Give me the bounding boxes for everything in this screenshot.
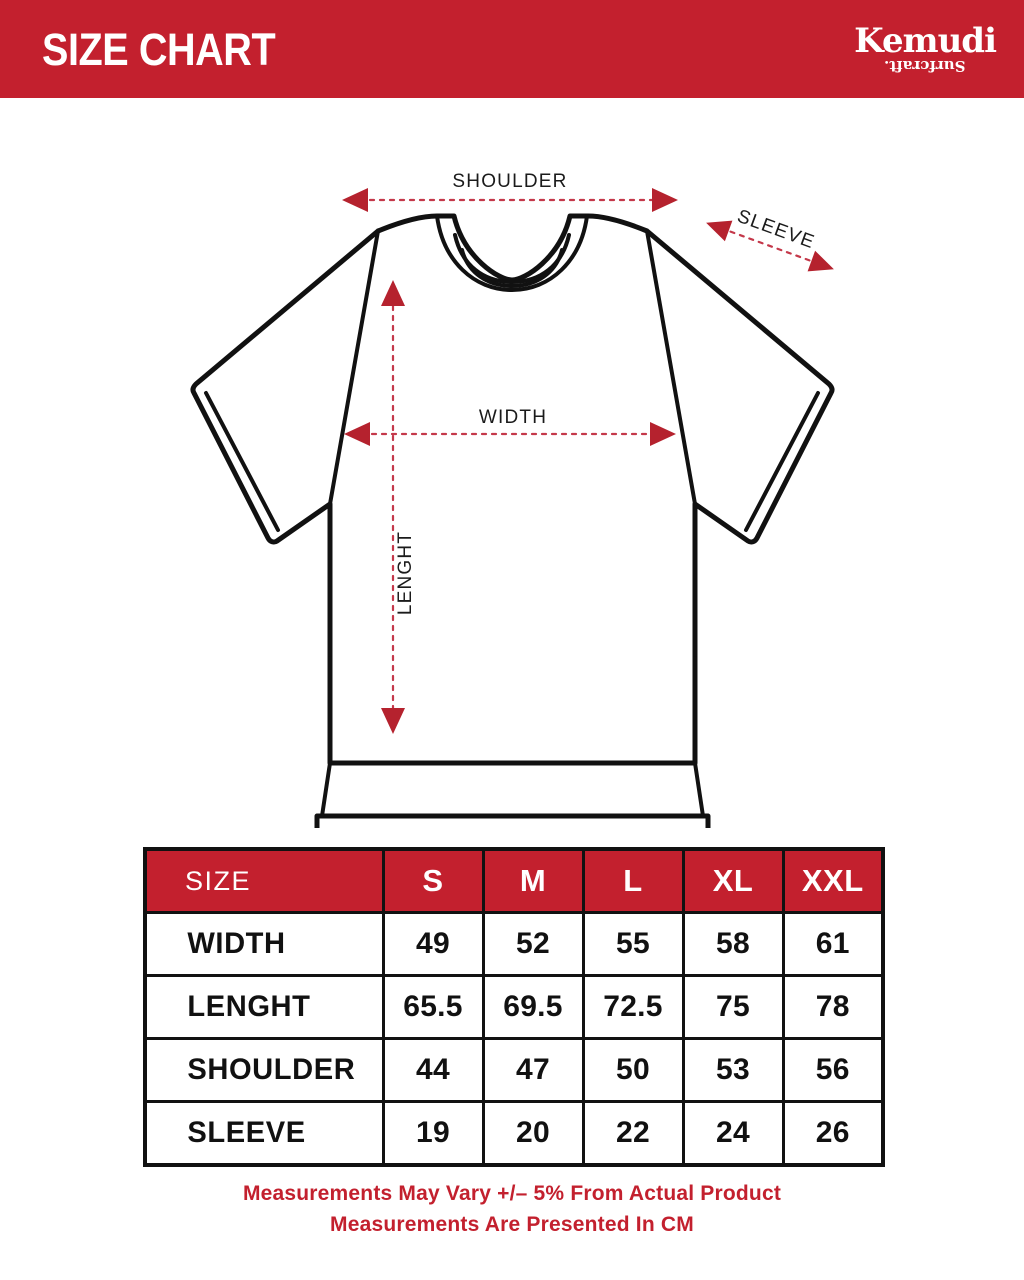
row-label-length: LENGHT <box>147 974 381 1040</box>
cell-shoulder-xxl: 56 <box>781 1037 885 1103</box>
cell-sleeve-xxl: 26 <box>781 1100 885 1167</box>
sleeve-label: SLEEVE <box>734 206 817 253</box>
shoulder-arrow-right <box>652 188 678 212</box>
cell-width-m: 52 <box>481 911 585 977</box>
row-label-width: WIDTH <box>147 911 381 977</box>
cell-sleeve-l: 22 <box>581 1100 685 1167</box>
size-chart-table: SIZE S M L XL XXL WIDTH 49 52 55 58 61 L… <box>143 847 885 1167</box>
page-title: SIZE CHART <box>42 23 276 75</box>
cell-sleeve-xl: 24 <box>681 1100 785 1167</box>
brand-tagline: Surfcraft. <box>884 57 966 76</box>
header-size-s: S <box>381 847 485 914</box>
page-header: SIZE CHART Kemudi Surfcraft. <box>0 0 1024 98</box>
cell-width-s: 49 <box>381 911 485 977</box>
cell-shoulder-s: 44 <box>381 1037 485 1103</box>
table-row: SHOULDER 44 47 50 53 56 <box>145 1037 885 1103</box>
dimension-shoulder: SHOULDER <box>342 171 678 212</box>
brand-name: Kemudi <box>854 20 997 61</box>
cell-sleeve-s: 19 <box>381 1100 485 1167</box>
dimension-sleeve: SLEEVE <box>706 206 834 272</box>
width-arrow-right <box>650 422 676 446</box>
tshirt-diagram: SHOULDER SLEEVE WIDTH LENGHT <box>0 98 1024 828</box>
header-size-m: M <box>481 847 585 914</box>
width-label: WIDTH <box>479 407 547 428</box>
header-size-label: SIZE <box>143 847 385 914</box>
shoulder-arrow-left <box>342 188 368 212</box>
table-row: SLEEVE 19 20 22 24 26 <box>145 1100 885 1167</box>
cell-width-xxl: 61 <box>781 911 885 977</box>
cell-length-l: 72.5 <box>581 974 685 1040</box>
header-size-l: L <box>581 847 685 914</box>
length-arrow-top <box>381 280 405 306</box>
cell-length-m: 69.5 <box>481 974 585 1040</box>
shoulder-label: SHOULDER <box>452 171 567 192</box>
width-arrow-left <box>344 422 370 446</box>
table-row: LENGHT 65.5 69.5 72.5 75 78 <box>145 974 885 1040</box>
length-label: LENGHT <box>395 531 416 615</box>
cell-length-xxl: 78 <box>781 974 885 1040</box>
length-arrow-bottom <box>381 708 405 734</box>
cell-shoulder-m: 47 <box>481 1037 585 1103</box>
measurement-disclaimer: Measurements May Vary +/– 5% From Actual… <box>0 1178 1024 1240</box>
disclaimer-line-2: Measurements Are Presented In CM <box>330 1213 694 1236</box>
sleeve-arrow-right <box>807 250 834 272</box>
header-size-xxl: XXL <box>781 847 885 914</box>
dimension-width: WIDTH <box>344 407 676 446</box>
table-header-row: SIZE S M L XL XXL <box>143 847 885 914</box>
cell-shoulder-xl: 53 <box>681 1037 785 1103</box>
cell-shoulder-l: 50 <box>581 1037 685 1103</box>
cell-width-xl: 58 <box>681 911 785 977</box>
table-row: WIDTH 49 52 55 58 61 <box>145 911 885 977</box>
row-label-shoulder: SHOULDER <box>147 1037 381 1103</box>
header-size-xl: XL <box>681 847 785 914</box>
row-label-sleeve: SLEEVE <box>147 1100 381 1167</box>
cell-length-xl: 75 <box>681 974 785 1040</box>
tshirt-outline <box>190 213 835 828</box>
disclaimer-line-1: Measurements May Vary +/– 5% From Actual… <box>242 1182 782 1205</box>
dimension-length: LENGHT <box>381 280 416 734</box>
cell-sleeve-m: 20 <box>481 1100 585 1167</box>
cell-length-s: 65.5 <box>381 974 485 1040</box>
cell-width-l: 55 <box>581 911 685 977</box>
brand-logo: Kemudi Surfcraft. <box>854 20 997 76</box>
sleeve-arrow-left <box>706 220 733 242</box>
